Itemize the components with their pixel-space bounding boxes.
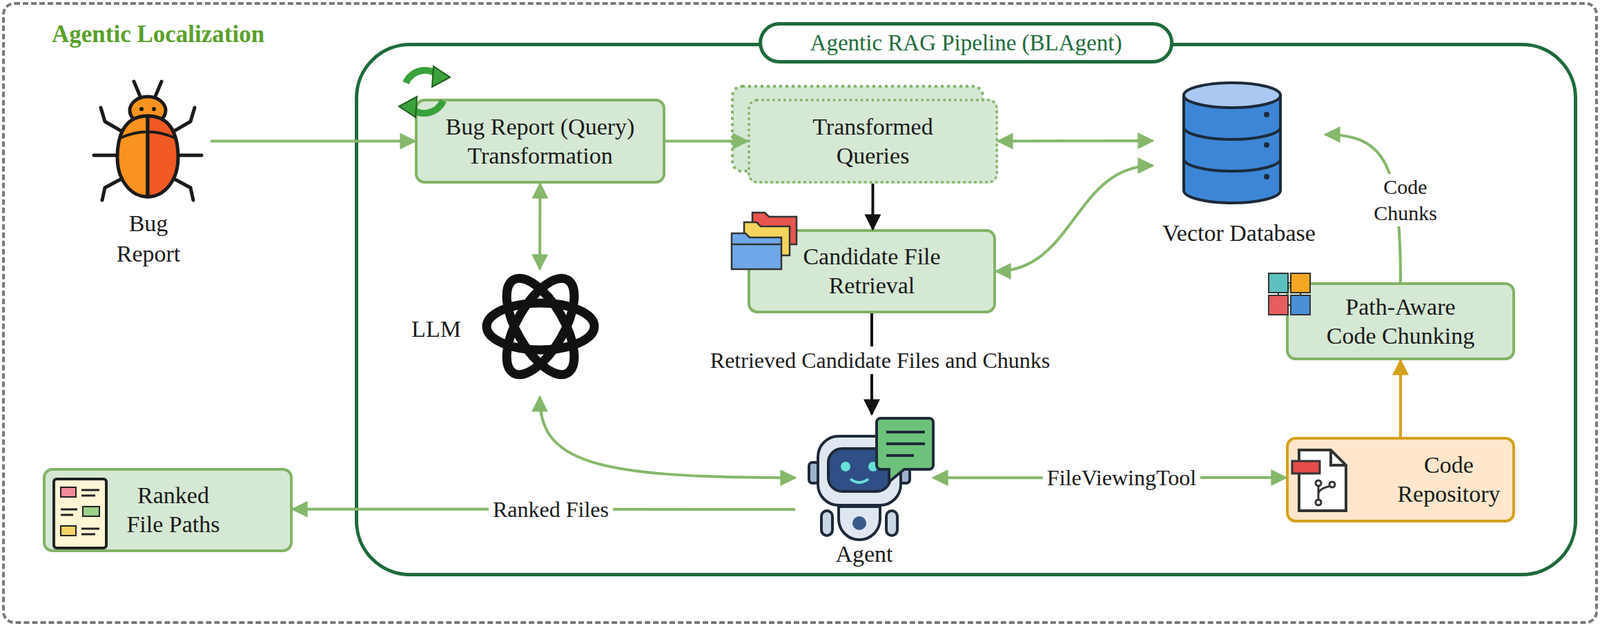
- edge-label: Code Chunks: [1363, 173, 1448, 227]
- ranked-list-icon: [53, 479, 107, 549]
- node-text: Agentic RAG Pipeline (BLAgent): [758, 22, 1175, 64]
- stacked-process-box: Transformed Queries: [747, 98, 999, 184]
- process-box: Path-Aware Code Chunking: [1285, 282, 1516, 361]
- node-text: LLM: [407, 314, 466, 344]
- node-text: Bug Report (Query) Transformation: [436, 112, 645, 171]
- connector-arrow: [539, 396, 796, 478]
- connector-arrow: [998, 139, 1153, 143]
- bug-icon: [93, 81, 202, 201]
- node-text: Vector Database: [1138, 218, 1340, 249]
- chunk-icon: [1268, 273, 1311, 315]
- llm-logo: [486, 267, 595, 385]
- connector-arrow: [996, 165, 1153, 272]
- node-text: Ranked File Paths: [121, 481, 226, 540]
- repository-icon: [1292, 450, 1346, 511]
- node-text: Transformed Queries: [800, 112, 946, 171]
- connector-arrow: [871, 183, 874, 230]
- node-text: Path-Aware Code Chunking: [1323, 292, 1479, 351]
- connector-arrow: [210, 140, 415, 143]
- node-text: Code Repository: [1388, 450, 1510, 509]
- edge-label: FileViewingTool: [1042, 463, 1201, 492]
- edge-label: Retrieved Candidate Files and Chunks: [706, 346, 1055, 375]
- process-box: Bug Report (Query) Transformation: [414, 98, 666, 184]
- node-text: Agentic Localization: [51, 20, 265, 50]
- folder-icon: [731, 212, 797, 270]
- recycle-icon: [398, 66, 451, 118]
- connector-arrow: [538, 183, 542, 270]
- robot-icon: [808, 418, 934, 540]
- connector-arrow: [665, 140, 748, 143]
- node-text: Agent: [795, 539, 934, 570]
- connector-arrow: [1399, 360, 1402, 437]
- node-text: Candidate File Retrieval: [785, 242, 959, 301]
- database-icon: [1183, 82, 1281, 203]
- edge-label: Ranked Files: [488, 495, 613, 524]
- node-text: Bug Report: [106, 208, 190, 270]
